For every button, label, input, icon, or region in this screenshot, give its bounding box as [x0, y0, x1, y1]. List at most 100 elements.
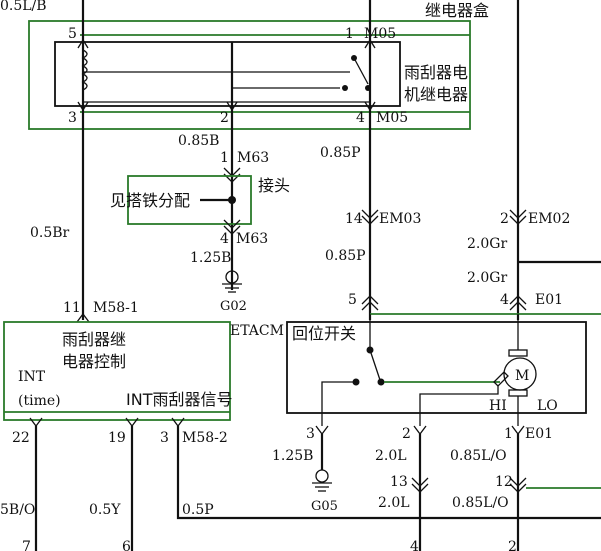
m63-pin-4: 4 [220, 231, 229, 247]
em02-connector [509, 209, 527, 225]
motor-hi-wire [419, 386, 499, 426]
bottom-pin-7: 7 [22, 539, 31, 551]
time-label: (time) [18, 393, 61, 409]
relay-switch-contact-1 [351, 55, 357, 61]
motor-arrow-2 [413, 425, 427, 436]
m63-connector-bottom [223, 219, 241, 235]
wiper-relay-label-2: 机继电器 [404, 85, 468, 104]
m58-conn: M58-1 [93, 300, 139, 316]
motor-wire-085lo: 0.85L/O [450, 448, 507, 464]
em02-conn: EM02 [528, 211, 570, 227]
relay-pin-5: 5 [68, 26, 77, 42]
ground-g02-label: G02 [220, 299, 247, 314]
motor-m-symbol: M [515, 368, 529, 384]
motor-wire-20l: 2.0L [375, 448, 407, 464]
arrow-pin-1 [364, 38, 376, 49]
motor-pin-5: 5 [348, 292, 357, 308]
motor-arrow-1 [511, 425, 525, 436]
m63-conn-4: M63 [236, 231, 268, 247]
motor-pin-3: 3 [306, 426, 315, 442]
splice-node [228, 196, 236, 204]
wire-05y-label: 0.5Y [89, 502, 121, 518]
motor-pin-4: 4 [500, 292, 509, 308]
motor-pin-13: 13 [390, 474, 408, 490]
em03-pin: 14 [345, 211, 363, 227]
ground-g05-icon [312, 469, 332, 492]
motor-hi-label: HI [489, 398, 507, 414]
motor-wire-085lo-2: 0.85L/O [452, 495, 509, 511]
etacm-label: ETACM [230, 323, 284, 339]
return-switch-blade [369, 349, 381, 381]
arrow-pin-3 [77, 101, 89, 112]
motor-pin-2: 2 [402, 426, 411, 442]
int-label: INT [18, 369, 46, 385]
relay-pin-4-conn: M05 [376, 110, 408, 126]
em02-pin: 2 [500, 211, 509, 227]
wire-085p-label-2: 0.85P [325, 248, 366, 264]
connector-12 [509, 477, 527, 493]
wire-05br-label: 0.5Br [30, 225, 70, 241]
wire-bottom-3 [176, 426, 601, 520]
controller-title-2: 电器控制 [62, 352, 126, 371]
controller-pin-19: 19 [108, 430, 126, 446]
controller-title-1: 雨刮器继 [62, 330, 126, 349]
return-switch-node-1 [366, 346, 374, 354]
m63-conn-1: M63 [237, 150, 269, 166]
wiper-relay-label-1: 雨刮器电 [404, 63, 468, 82]
relay-box-label: 继电器盒 [425, 1, 489, 20]
bottom-pin-4: 4 [410, 539, 419, 551]
relay-box-outline [28, 20, 471, 130]
motor-pin-1: 1 [504, 426, 513, 442]
motor-box [286, 321, 587, 414]
relay-pin-3: 3 [68, 110, 77, 126]
ground-ref-label: 见搭铁分配 [110, 191, 190, 210]
ground-g02-icon [222, 270, 242, 293]
ground-g05-label: G05 [311, 499, 338, 514]
controller-pin-3: 3 [160, 430, 169, 446]
bottom-pin-6: 6 [122, 539, 131, 551]
arrow-pin-5 [77, 38, 89, 49]
motor-e01-top: E01 [535, 292, 563, 308]
relay-switch-contact-3 [365, 85, 371, 91]
m58-pin-11: 11 [63, 300, 81, 316]
motor-hi-brush [493, 371, 509, 387]
motor-e01-bottom: E01 [525, 426, 553, 442]
relay-coil [81, 49, 88, 91]
joint-label: 接头 [258, 176, 290, 195]
controller-box [3, 321, 231, 421]
em03-conn: EM03 [379, 211, 421, 227]
m58-arrow [76, 312, 90, 323]
wiper-relay-body [54, 41, 401, 107]
arrow-pin-2 [226, 101, 238, 112]
wire-20gr-label-1: 2.0Gr [467, 236, 507, 252]
motor-pin-12: 12 [495, 474, 513, 490]
arrow-pin-4 [364, 101, 376, 112]
return-switch-label: 回位开关 [292, 324, 356, 343]
wire-125b-label: 1.25B [190, 250, 231, 266]
controller-pin-3-conn: M58-2 [182, 430, 228, 446]
splice-box [127, 175, 252, 225]
connector-13 [411, 477, 429, 493]
wire-05p-label: 0.5P [182, 502, 214, 518]
motor-wire-125b: 1.25B [272, 448, 313, 464]
return-switch-node-3 [377, 378, 385, 386]
motor-brush-bottom [508, 389, 528, 397]
motor-arrow-3 [315, 425, 329, 436]
relay-pin-2: 2 [220, 110, 229, 126]
relay-switch-blade [353, 57, 369, 85]
wire-5bo-label: 5B/O [0, 502, 35, 518]
relay-pin-1-conn: M05 [364, 26, 396, 42]
motor-lo-label: LO [537, 398, 558, 414]
relay-switch-contact-2 [342, 85, 348, 91]
relay-pin-1: 1 [345, 26, 354, 42]
motor-brush-top [508, 349, 528, 357]
return-switch-to-pin3 [321, 381, 356, 426]
em03-connector [361, 209, 379, 225]
motor-wire-20l-2: 2.0L [378, 495, 410, 511]
relay-pin-4: 4 [356, 110, 365, 126]
int-signal-label: INT雨刮器信号 [126, 390, 232, 409]
wire-top-left-label: 0.5L/B [0, 0, 47, 14]
m63-pin-1: 1 [220, 150, 229, 166]
wire-085b-label: 0.85B [178, 133, 219, 149]
